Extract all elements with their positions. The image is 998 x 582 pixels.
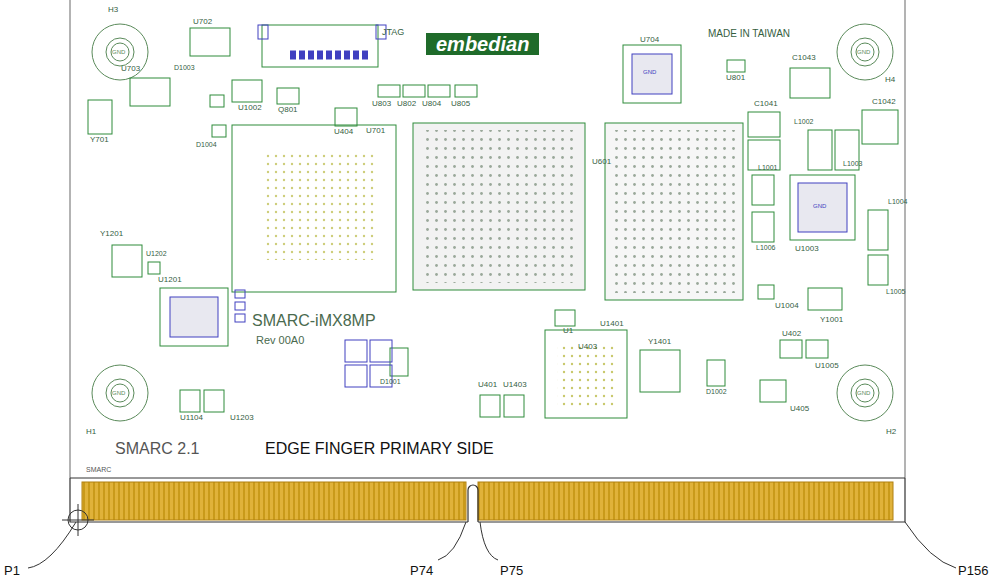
- silkscreen-label: D1003: [174, 64, 195, 72]
- silkscreen-label: L1006: [756, 244, 775, 252]
- silkscreen-label: Y1401: [648, 338, 671, 347]
- silkscreen-label: P1: [4, 564, 20, 578]
- silkscreen-label: U801: [726, 74, 745, 83]
- silkscreen-label: U403: [578, 343, 597, 352]
- silkscreen-label: U703: [121, 65, 140, 74]
- silkscreen-label: C1043: [792, 54, 816, 63]
- silkscreen-label: JTAG: [382, 28, 404, 38]
- silkscreen-label: L1001: [758, 164, 777, 172]
- silkscreen-label: U804: [422, 100, 441, 109]
- silkscreen-label: U1104: [180, 414, 203, 423]
- silkscreen-label: SMARC-iMX8MP: [252, 312, 376, 330]
- silkscreen-label: D1002: [706, 388, 727, 396]
- silkscreen-label: EDGE FINGER PRIMARY SIDE: [265, 440, 494, 458]
- silkscreen-label: SMARC 2.1: [115, 440, 199, 458]
- silkscreen-label: C1041: [754, 100, 778, 109]
- silkscreen-label: U404: [334, 128, 353, 137]
- jtag-connector: [258, 25, 386, 67]
- silkscreen-label: P75: [500, 564, 523, 578]
- silkscreen-label: D1004: [196, 141, 217, 149]
- silkscreen-label: U402: [782, 330, 801, 339]
- silkscreen-label: U405: [790, 405, 809, 414]
- silkscreen-label: U1004: [775, 302, 799, 311]
- silkscreen-label: U1401: [600, 320, 624, 329]
- silkscreen-label: U1005: [815, 362, 839, 371]
- silkscreen-label: Rev 00A0: [256, 334, 304, 346]
- silkscreen-label: GND: [857, 390, 870, 397]
- silkscreen-label: U1: [563, 327, 573, 336]
- silkscreen-label: H4: [885, 76, 895, 85]
- silkscreen-label: GND: [112, 49, 125, 56]
- silkscreen-label: U704: [640, 36, 659, 45]
- silkscreen-label: Y1201: [100, 230, 123, 239]
- silkscreen-label: U1002: [238, 104, 262, 113]
- silkscreen-label: L1002: [794, 118, 813, 126]
- silkscreen-label: C1042: [872, 98, 896, 107]
- small-components: [88, 28, 898, 417]
- silkscreen-label: U1003: [795, 245, 819, 254]
- silkscreen-label: Q801: [278, 106, 298, 115]
- silkscreen-label: GND: [813, 203, 826, 210]
- silkscreen-label: U601: [592, 158, 611, 167]
- ic-packages: [160, 45, 855, 418]
- silkscreen-label: Y1001: [820, 316, 843, 325]
- silkscreen-label: GND: [857, 49, 870, 56]
- silkscreen-label: GND: [112, 390, 125, 397]
- mounting-holes: [92, 24, 893, 421]
- silkscreen-label: U1403: [503, 381, 527, 390]
- silkscreen-label: H2: [886, 428, 896, 437]
- silkscreen-label: U1202: [146, 250, 167, 258]
- silkscreen-label: U702: [193, 18, 212, 27]
- silkscreen-label: U805: [451, 100, 470, 109]
- silkscreen-label: D1001: [380, 378, 401, 386]
- silkscreen-label: U401: [478, 381, 497, 390]
- logo: embedian: [426, 33, 539, 55]
- silkscreen-label: U701: [366, 127, 385, 136]
- silkscreen-label: P156: [958, 564, 988, 578]
- silkscreen-label: L1005: [886, 288, 905, 296]
- silkscreen-label: H1: [86, 428, 96, 437]
- silkscreen-label: U1201: [158, 276, 182, 285]
- board-edge: [70, 0, 905, 478]
- silkscreen-label: MADE IN TAIWAN: [708, 28, 790, 39]
- silkscreen-label: Y701: [90, 136, 109, 145]
- edge-finger: [62, 478, 905, 536]
- silkscreen-label: H3: [108, 6, 118, 15]
- silkscreen-label: SMARC: [86, 466, 111, 474]
- silkscreen-label: GND: [643, 69, 656, 76]
- silkscreen-label: U802: [397, 100, 416, 109]
- silkscreen-label: P74: [410, 564, 433, 578]
- silkscreen-label: U803: [372, 100, 391, 109]
- silkscreen-label: U1203: [230, 414, 254, 423]
- silkscreen-label: L1003: [843, 160, 862, 168]
- leader-lines: [28, 522, 956, 568]
- silkscreen-label: L1004: [888, 198, 907, 206]
